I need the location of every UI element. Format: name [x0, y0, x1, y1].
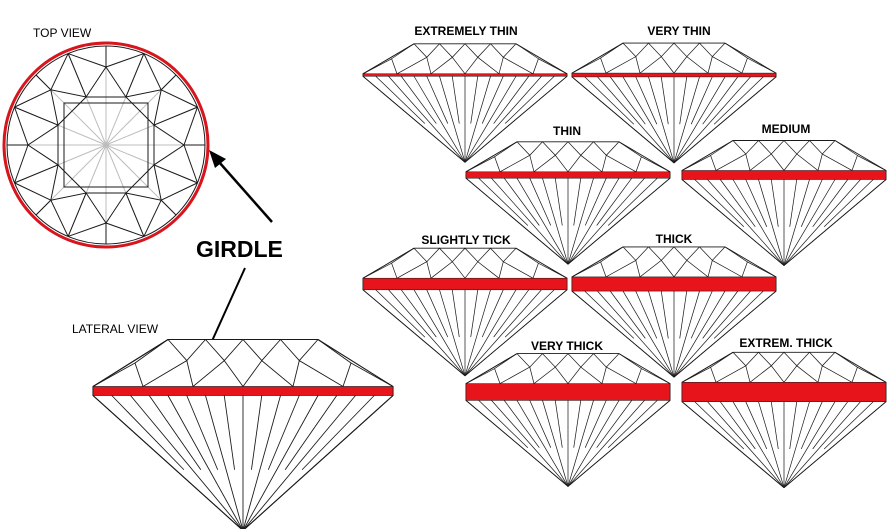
girdle-grade-label: THICK [656, 232, 693, 246]
girdle-grade-label: THIN [553, 124, 581, 138]
girdle-grade-3: THIN [465, 124, 671, 265]
girdle-grade-5: SLIGHTLY TICK [362, 233, 568, 377]
girdle-grade-label: EXTREMELY THIN [414, 24, 517, 38]
girdle-grade-label: MEDIUM [762, 122, 811, 136]
girdle-grade-label: SLIGHTLY TICK [421, 233, 511, 247]
girdle-grade-7: VERY THICK [465, 339, 671, 487]
lateral-view-diamond [92, 338, 394, 529]
girdle-grade-1: EXTREMELY THIN [362, 24, 568, 163]
girdle-grade-2: VERY THIN [571, 24, 777, 164]
girdle-label: GIRDLE [196, 236, 283, 262]
girdle-grade-6: THICK [571, 232, 777, 378]
girdle-grade-label: VERY THIN [647, 24, 710, 38]
girdle-grade-grid: EXTREMELY THIN VERY THIN THIN MEDIUM SLIGHTL… [362, 24, 887, 489]
top-view-label: TOP VIEW [33, 26, 92, 40]
girdle-grade-4: MEDIUM [681, 122, 887, 266]
girdle-grade-8: EXTREM. THICK [681, 336, 887, 489]
girdle-grade-label: EXTREM. THICK [739, 336, 833, 350]
top-view-diamond [2, 41, 210, 249]
girdle-grade-label: VERY THICK [531, 339, 603, 353]
lateral-view-label: LATERAL VIEW [72, 322, 159, 336]
girdle-arrow-top [209, 150, 273, 223]
